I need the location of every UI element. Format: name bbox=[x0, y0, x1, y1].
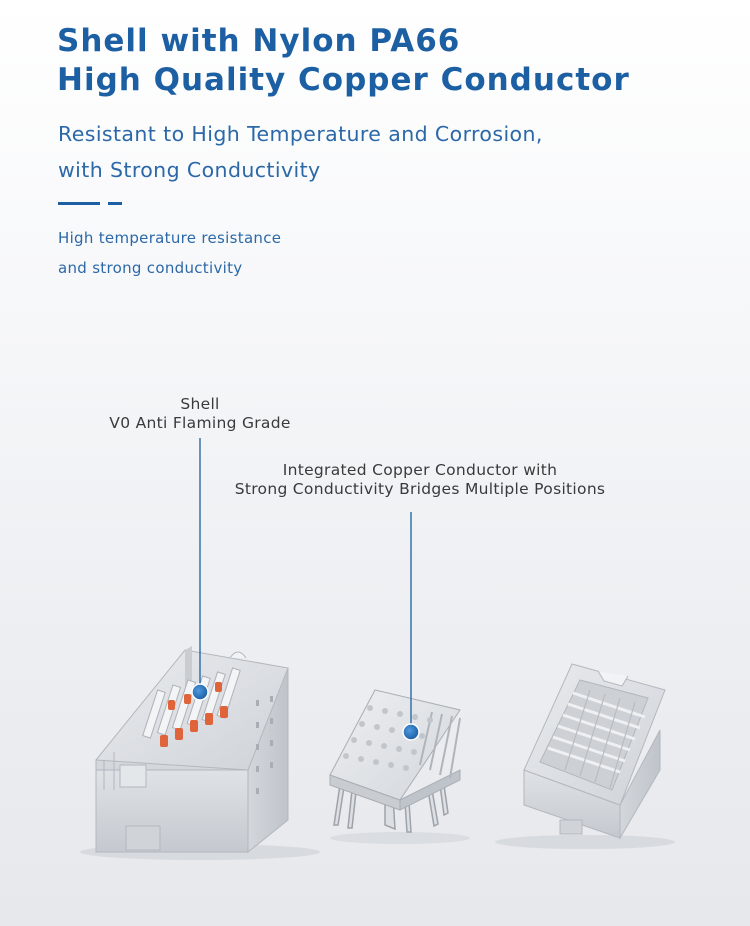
copper-callout-line-1: Integrated Copper Conductor with bbox=[282, 461, 558, 479]
callout-leaders bbox=[191, 438, 420, 741]
divider-long bbox=[58, 202, 100, 205]
copper-marker-dot bbox=[402, 723, 420, 741]
description-line-1: High temperature resistance bbox=[58, 229, 282, 247]
divider-short bbox=[108, 202, 122, 205]
title-line-2: High Quality Copper Conductor bbox=[57, 62, 630, 98]
shell-callout-line-2: V0 Anti Flaming Grade bbox=[109, 414, 291, 432]
copper-callout-line-2: Strong Conductivity Bridges Multiple Pos… bbox=[234, 480, 606, 498]
description-line-2: and strong conductivity bbox=[58, 259, 243, 277]
empty-housing bbox=[523, 663, 666, 840]
subtitle-line-1: Resistant to High Temperature and Corros… bbox=[58, 122, 543, 146]
shell-callout-label: Shell V0 Anti Flaming Grade bbox=[80, 395, 320, 433]
shell-callout-line-1: Shell bbox=[180, 395, 220, 413]
assembled-connector bbox=[95, 646, 289, 854]
subtitle-line-2: with Strong Conductivity bbox=[58, 158, 321, 182]
page-title: Shell with Nylon PA66 High Quality Coppe… bbox=[57, 22, 630, 100]
title-line-1: Shell with Nylon PA66 bbox=[57, 23, 461, 59]
subtitle: Resistant to High Temperature and Corros… bbox=[58, 116, 543, 188]
description: High temperature resistance and strong c… bbox=[58, 223, 281, 283]
copper-conductor bbox=[329, 689, 461, 833]
copper-callout-label: Integrated Copper Conductor with Strong … bbox=[190, 461, 650, 499]
shell-marker-dot bbox=[191, 683, 209, 701]
